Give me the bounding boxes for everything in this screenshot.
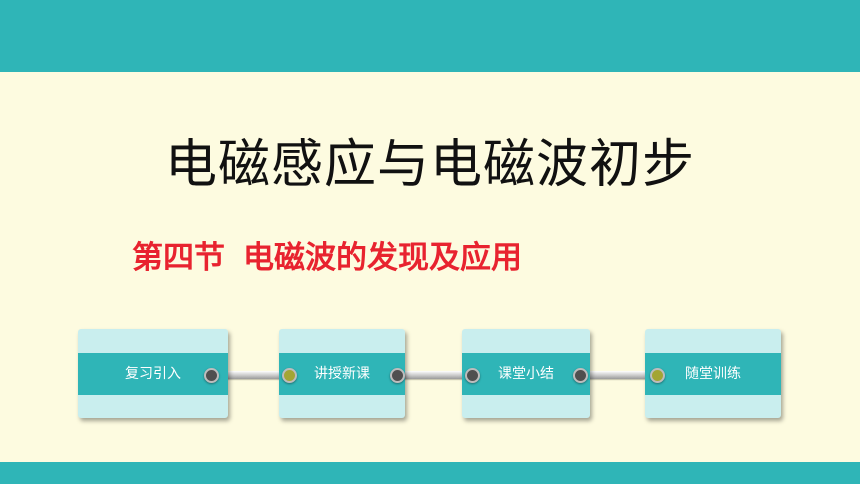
nav-label-practice: 随堂训练 <box>645 353 781 395</box>
connector-dot-1b <box>282 368 297 383</box>
connector-dot-2a <box>390 368 405 383</box>
nav-label-review: 复习引入 <box>78 353 228 395</box>
connector-dot-3b <box>650 368 665 383</box>
slide-title: 电磁感应与电磁波初步 <box>164 135 695 195</box>
nav-card-summary[interactable]: 课堂小结 <box>462 329 590 418</box>
connector-dot-1a <box>204 368 219 383</box>
connector-dot-3a <box>573 368 588 383</box>
connector-2 <box>398 371 472 379</box>
nav-card-review[interactable]: 复习引入 <box>78 329 228 418</box>
nav-label-new-lesson: 讲授新课 <box>279 353 405 395</box>
top-band <box>0 0 860 72</box>
nav-label-summary: 课堂小结 <box>462 353 590 395</box>
nav-card-practice[interactable]: 随堂训练 <box>645 329 781 418</box>
connector-3 <box>580 371 654 379</box>
section-name: 电磁波的发现及应用 <box>243 240 522 276</box>
section-title: 第四节电磁波的发现及应用 <box>132 232 522 277</box>
section-number: 第四节 <box>132 240 225 276</box>
bottom-band <box>0 462 860 484</box>
nav-card-new-lesson[interactable]: 讲授新课 <box>279 329 405 418</box>
connector-dot-2b <box>465 368 480 383</box>
connector-1 <box>214 371 288 379</box>
